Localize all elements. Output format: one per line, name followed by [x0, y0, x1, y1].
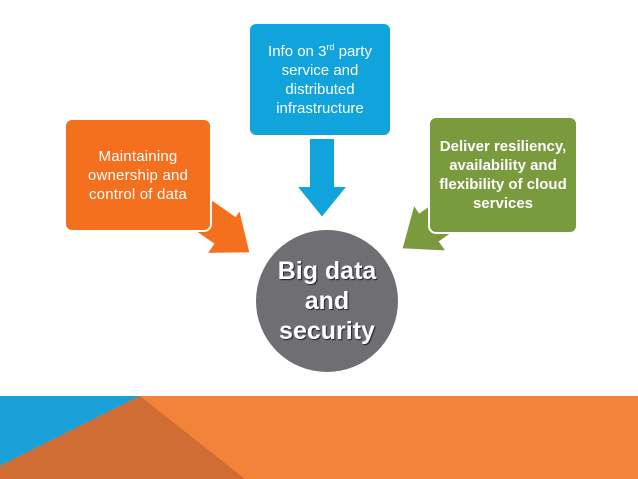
node-third-party-info-text-post: party service and distributed infrastruc…	[276, 42, 372, 117]
node-third-party-info-text-sup: rd	[326, 41, 335, 52]
node-third-party-info: Info on 3rd party service and distribute…	[248, 22, 392, 137]
footer-dark-wedge	[0, 396, 245, 479]
arrow-top-shape	[293, 137, 351, 220]
node-big-data-security-text: Big data and security	[277, 257, 377, 345]
node-ownership-control: Maintaining ownership and control of dat…	[64, 118, 212, 232]
arrow-top-to-center	[293, 137, 351, 220]
node-third-party-info-text-pre: Info on 3	[268, 42, 327, 60]
node-cloud-resiliency-text: Deliver resiliency, availability and fle…	[439, 138, 567, 212]
node-third-party-info-text: Info on 3rd party service and distribute…	[256, 42, 384, 118]
node-ownership-control-text: Maintaining ownership and control of dat…	[87, 147, 189, 203]
node-big-data-security: Big data and security	[254, 228, 400, 374]
node-cloud-resiliency: Deliver resiliency, availability and fle…	[428, 116, 578, 234]
footer-banner	[0, 396, 638, 479]
